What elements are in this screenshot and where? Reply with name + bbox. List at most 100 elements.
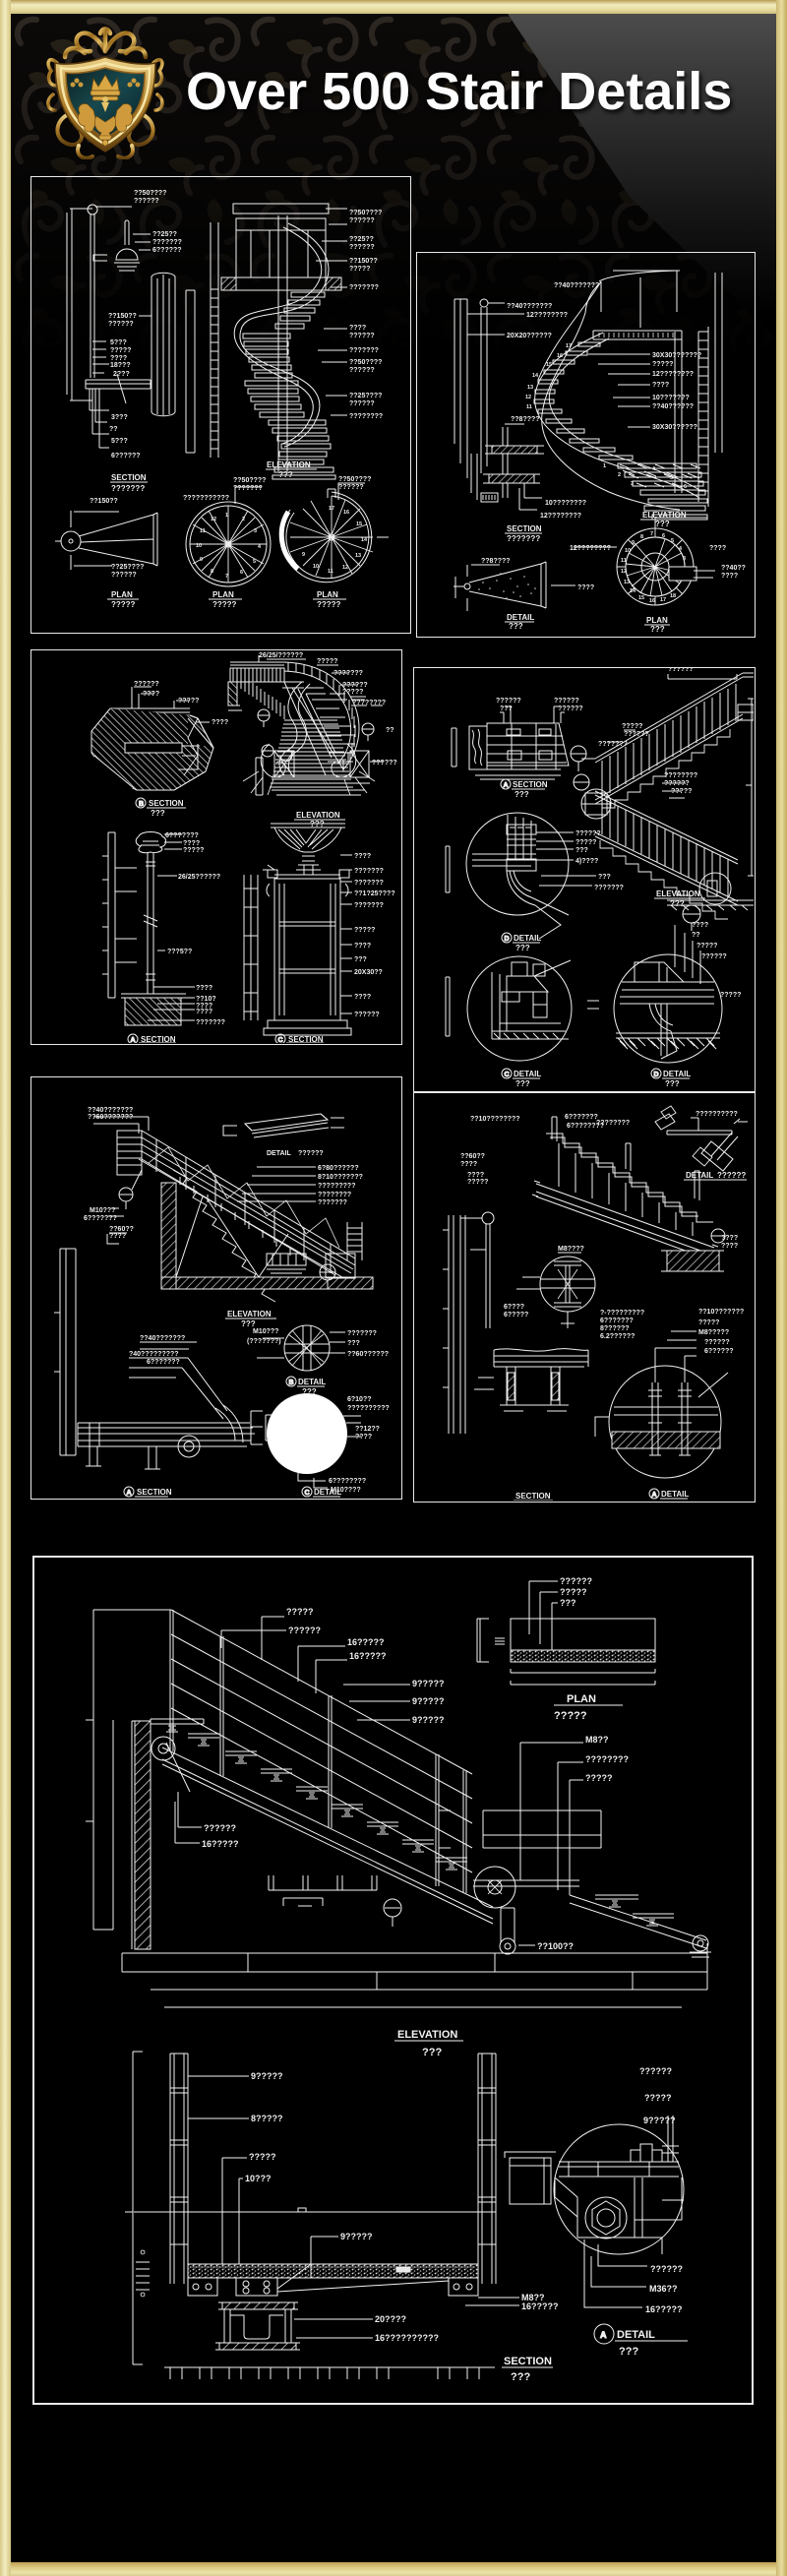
svg-text:6???????: 6??????? [84, 1215, 117, 1222]
svg-text:7: 7 [225, 574, 228, 580]
svg-text:ELEVATION: ELEVATION [296, 811, 340, 820]
svg-text:4: 4 [652, 466, 656, 472]
svg-text:ELEVATION: ELEVATION [227, 1310, 272, 1319]
svg-text:??????: ?????? [354, 1012, 380, 1018]
svg-text:??1?25????: ??1?25???? [354, 890, 395, 897]
svg-text:??????: ?????? [575, 830, 601, 837]
svg-text:12: 12 [621, 569, 627, 575]
svg-text:???????: ??????? [354, 902, 384, 909]
svg-text:DETAIL: DETAIL [617, 2329, 655, 2341]
svg-text:10???: 10??? [245, 2174, 272, 2183]
svg-text:??????: ?????? [349, 367, 375, 374]
svg-text:?????: ????? [249, 2152, 276, 2162]
svg-text:??40???????: ??40??????? [554, 282, 599, 289]
svg-text:?????: ????? [698, 1319, 719, 1326]
svg-text:D: D [654, 1072, 659, 1078]
svg-text:???: ??? [515, 790, 529, 799]
svg-text:16: 16 [557, 353, 563, 359]
svg-text:??50????: ??50???? [338, 476, 371, 483]
svg-text:15: 15 [638, 595, 644, 601]
svg-text:20X30??: 20X30?? [354, 969, 383, 976]
svg-text:???????: ??????? [354, 880, 384, 887]
svg-text:9: 9 [632, 540, 635, 546]
svg-text:??????: ?????? [372, 760, 397, 767]
svg-text:6??????: 6?????? [111, 453, 141, 460]
svg-text:2: 2 [242, 517, 245, 522]
svg-text:?????: ????? [560, 1587, 587, 1597]
svg-text:??????: ?????? [349, 400, 375, 407]
svg-text:??????: ?????? [664, 780, 690, 787]
svg-text:???????: ??????? [111, 484, 145, 493]
svg-text:10: 10 [196, 543, 202, 549]
svg-text:30X30??????: 30X30?????? [652, 424, 697, 431]
svg-text:5: 5 [253, 559, 256, 565]
svg-text:??60??: ??60?? [460, 1153, 485, 1160]
svg-text:????: ???? [460, 1161, 477, 1168]
svg-text:6??????: 6?????? [704, 1348, 734, 1355]
svg-text:??????: ?????? [558, 705, 583, 712]
svg-text:6????????: 6???????? [329, 1478, 366, 1485]
svg-text:11: 11 [200, 528, 206, 534]
svg-text:6: 6 [240, 570, 243, 576]
svg-text:??40???????: ??40??????? [88, 1107, 133, 1114]
svg-text:26/25??????: 26/25?????? [178, 874, 220, 881]
svg-text:6?10??: 6?10?? [347, 1396, 372, 1403]
svg-text:2: 2 [618, 472, 621, 478]
svg-text:?????: ????? [183, 847, 204, 854]
svg-text:13: 13 [624, 580, 630, 585]
svg-text:12????????: 12???????? [526, 312, 568, 319]
svg-text:10: 10 [313, 564, 319, 570]
svg-text:4)????: 4)???? [575, 858, 598, 865]
svg-text:12????????: 12???????? [570, 545, 611, 552]
svg-text:10????????: 10???????? [545, 500, 586, 507]
svg-text:??: ?? [386, 727, 394, 734]
svg-text:????: ???? [652, 382, 669, 389]
svg-text:SECTION: SECTION [149, 799, 184, 808]
svg-text:??8????: ??8???? [481, 558, 511, 565]
svg-text:3: 3 [683, 556, 686, 562]
svg-text:B: B [139, 801, 144, 808]
svg-text:??????: ?????? [701, 953, 727, 960]
svg-text:ELEVATION: ELEVATION [656, 889, 700, 898]
svg-text:?????: ????? [467, 1179, 488, 1186]
svg-text:SECTION: SECTION [141, 1035, 176, 1043]
svg-text:DETAIL: DETAIL [686, 1171, 713, 1180]
svg-text:??10???????: ??10??????? [698, 1309, 744, 1316]
svg-text:????????: ???????? [596, 1120, 630, 1127]
svg-text:6????????: 6???????? [567, 1123, 604, 1130]
svg-text:6???????: 6??????? [600, 1318, 634, 1324]
svg-text:8??????: 8?????? [600, 1325, 630, 1332]
svg-text:??8????: ??8???? [511, 416, 540, 423]
svg-text:10: 10 [625, 548, 631, 554]
svg-text:??40???????: ??40??????? [140, 1335, 185, 1342]
svg-text:??????: ?????? [298, 1150, 324, 1157]
svg-text:????: ???? [143, 691, 159, 698]
svg-text:?????: ????? [652, 361, 673, 368]
svg-text:4: 4 [258, 544, 262, 550]
svg-text:????: ???? [183, 840, 200, 847]
svg-text:????: ???? [355, 1434, 372, 1441]
svg-text:M8?????: M8????? [698, 1329, 729, 1336]
svg-text:5???: 5??? [111, 438, 128, 445]
svg-text:12: 12 [211, 517, 216, 522]
svg-text:DETAIL: DETAIL [314, 1488, 341, 1497]
svg-text:DETAIL: DETAIL [661, 1490, 689, 1499]
svg-text:???: ??? [500, 705, 513, 712]
svg-text:9?????: 9????? [412, 1679, 445, 1688]
svg-text:?????: ????? [671, 788, 692, 795]
svg-text:?????: ????? [720, 992, 741, 999]
svg-text:???: ??? [619, 2346, 638, 2358]
svg-text:???: ??? [650, 625, 665, 634]
svg-text:??40??: ??40?? [721, 565, 746, 572]
svg-text:??150??: ??150?? [108, 313, 137, 320]
svg-text:??????????: ?????????? [696, 1111, 738, 1118]
svg-text:????: ???? [109, 1233, 126, 1240]
svg-text:SECTION: SECTION [137, 1488, 172, 1497]
svg-text:ELEVATION: ELEVATION [267, 460, 311, 469]
svg-text:16?????: 16????? [202, 1839, 239, 1849]
svg-text:6???????: 6??????? [147, 1359, 180, 1366]
svg-text:(???????): (???????) [247, 1338, 281, 1345]
svg-text:18: 18 [670, 593, 676, 599]
svg-text:??????: ?????? [560, 1576, 592, 1586]
svg-text:14: 14 [630, 588, 636, 594]
